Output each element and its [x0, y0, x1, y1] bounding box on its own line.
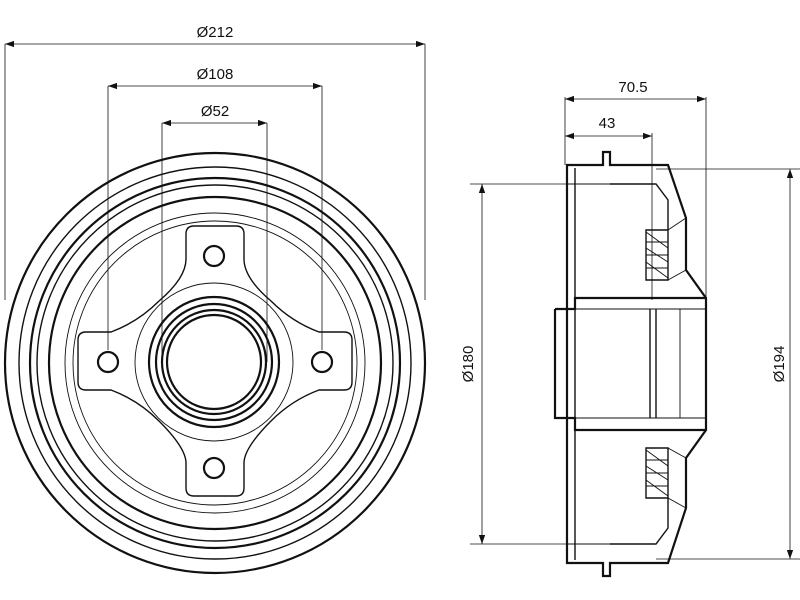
- label-inner-diameter: Ø180: [460, 346, 477, 383]
- drum-ring: [64, 212, 366, 514]
- label-braking-diameter: Ø194: [771, 346, 788, 383]
- hub-boss: [134, 282, 294, 442]
- drum-ring: [36, 184, 394, 542]
- flange-step: [610, 183, 669, 230]
- stud-edge: [667, 217, 687, 231]
- center-bore: [165, 313, 263, 411]
- drum-ring: [72, 220, 358, 506]
- label-hub-height: 43: [599, 115, 616, 132]
- drum-ring: [18, 166, 412, 560]
- stud-hatch: [645, 449, 669, 497]
- bearing-ring: [160, 308, 268, 416]
- bolt-hole-left: [96, 350, 120, 374]
- stud-edge: [667, 497, 687, 509]
- label-outer-diameter: Ø212: [197, 24, 234, 41]
- side-view: 70.5 43 Ø180 Ø194: [460, 79, 800, 578]
- label-center-bore: Ø52: [201, 103, 229, 120]
- bolt-hole-bottom: [202, 456, 226, 480]
- stud-hatch: [645, 231, 669, 279]
- stud-edge: [667, 269, 687, 281]
- bearing-ring-outer: [147, 295, 281, 429]
- bolt-hole-right: [310, 350, 334, 374]
- hub-outline: [555, 296, 706, 311]
- drum-outer-edge: [3, 151, 427, 575]
- hub-outline: [553, 309, 706, 432]
- bolt-hole-top: [202, 244, 226, 268]
- front-view: Ø212 Ø108 Ø52: [3, 24, 427, 575]
- hub-flange: [77, 225, 353, 497]
- drum-ring: [28, 176, 402, 550]
- label-bolt-circle: Ø108: [197, 66, 234, 83]
- flange-step: [610, 498, 669, 545]
- drum-ring: [47, 195, 383, 531]
- bearing-ring: [154, 302, 274, 422]
- drum-profile: [565, 150, 708, 578]
- label-overall-height: 70.5: [618, 79, 647, 96]
- stud-edge: [667, 447, 687, 459]
